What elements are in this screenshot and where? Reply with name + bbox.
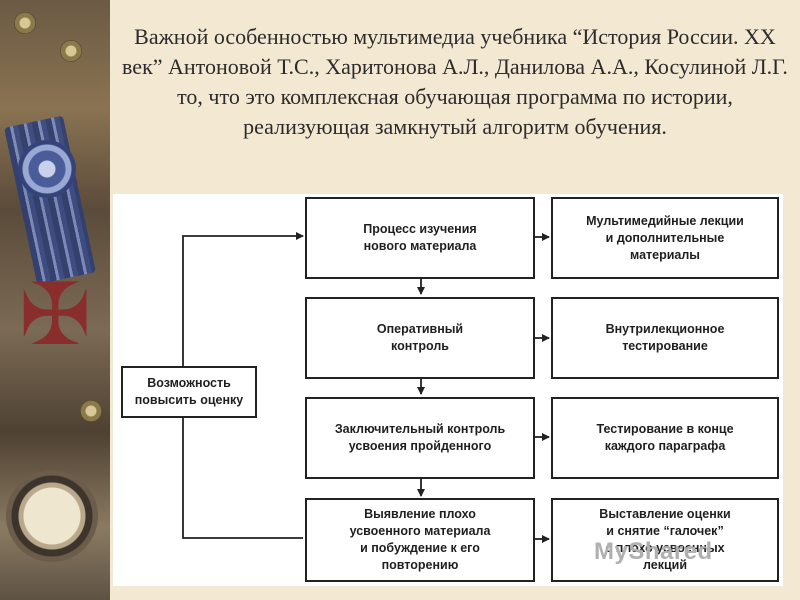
box-in-lecture-testing-label: Внутрилекционное тестирование xyxy=(605,322,725,353)
slide-title: Важной особенностью мультимедиа учебника… xyxy=(122,24,788,139)
box-learning-process: Процесс изучения нового материала xyxy=(305,197,535,279)
box-final-control-label: Заключительный контроль усвоения пройден… xyxy=(334,422,506,453)
box-final-control: Заключительный контроль усвоения пройден… xyxy=(305,397,535,479)
box-multimedia-lectures-label: Мультимедийные лекции и дополнительные м… xyxy=(586,213,744,262)
box-operative-control-label: Оперативный контроль xyxy=(376,322,464,353)
box-paragraph-testing: Тестирование в конце каждого параграфа xyxy=(551,397,779,479)
box-improve-grade-label: Возможность повысить оценку xyxy=(134,376,244,407)
medal-rosette xyxy=(18,140,76,198)
connector-left-up xyxy=(182,232,304,366)
box-in-lecture-testing: Внутрилекционное тестирование xyxy=(551,297,779,379)
watermark-logo: MyShared xyxy=(594,538,713,565)
box-multimedia-lectures: Мультимедийные лекции и дополнительные м… xyxy=(551,197,779,279)
box-paragraph-testing-label: Тестирование в конце каждого параграфа xyxy=(596,422,734,453)
flow-diagram: Возможность повысить оценку Процесс изуч… xyxy=(113,194,783,586)
connector-left-down xyxy=(182,418,303,539)
decorative-side-image: ✠ xyxy=(0,0,110,600)
decorative-knob xyxy=(80,400,102,422)
box-learning-process-label: Процесс изучения нового материала xyxy=(363,222,477,253)
box-weak-material-label: Выявление плохо усвоенного материала и п… xyxy=(349,507,491,572)
decorative-knob xyxy=(60,40,82,62)
box-improve-grade: Возможность повысить оценку xyxy=(121,366,257,418)
box-weak-material: Выявление плохо усвоенного материала и п… xyxy=(305,498,535,582)
compass-icon xyxy=(6,470,98,562)
box-grading-label: Выставление оценки и снятие “галочек” с … xyxy=(599,507,731,572)
box-operative-control: Оперативный контроль xyxy=(305,297,535,379)
decorative-knob xyxy=(14,12,36,34)
medal-cross-icon: ✠ xyxy=(18,265,92,365)
box-grading: Выставление оценки и снятие “галочек” с … xyxy=(551,498,779,582)
connector-lines xyxy=(182,232,550,543)
